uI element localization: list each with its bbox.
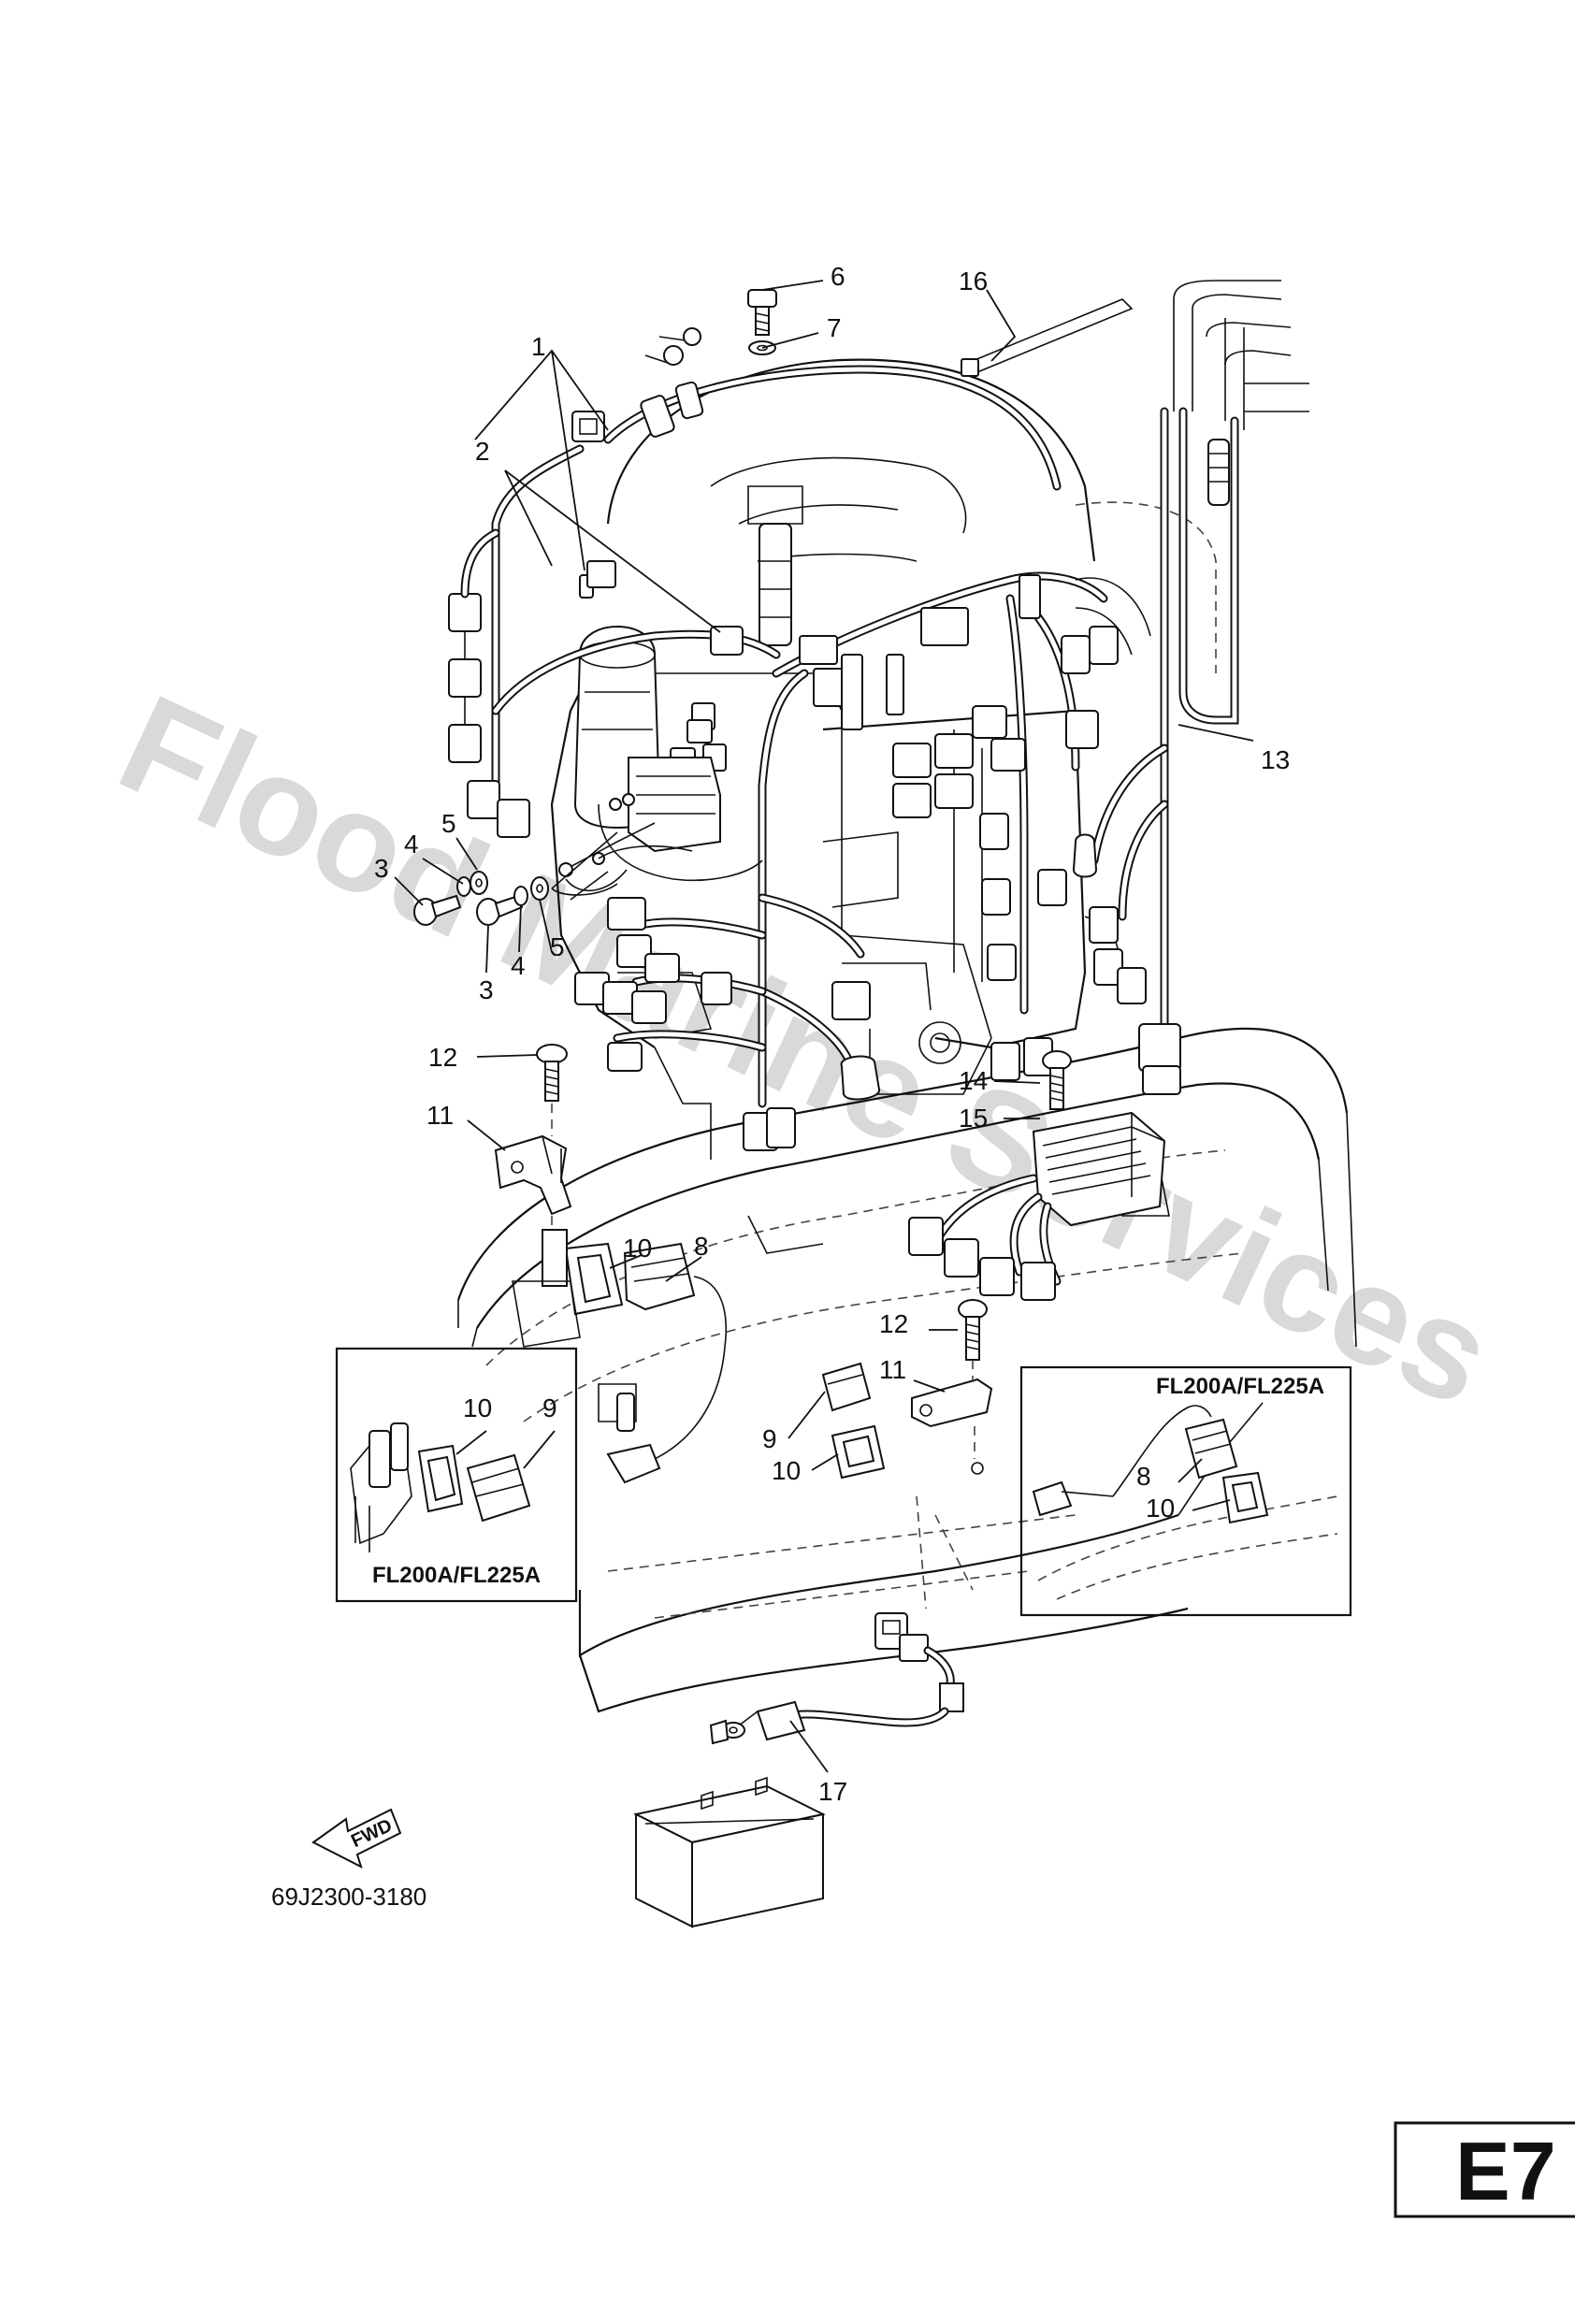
callout-10-inset-left: 10 [463, 1393, 492, 1422]
callout-10-main: 10 [772, 1456, 801, 1485]
inset-right: FL200A/FL225A [1019, 1365, 1352, 1617]
callout-13: 13 [1261, 745, 1290, 774]
callout-3-right: 3 [479, 975, 494, 1004]
drawing-code: 69J2300-3180 [271, 1883, 426, 1911]
callout-2: 2 [475, 437, 490, 466]
callout-10-inset-right: 10 [1146, 1494, 1175, 1523]
callout-8-inset-right: 8 [1136, 1462, 1151, 1491]
callout-11-bottom: 11 [879, 1355, 906, 1384]
callout-9-main: 9 [762, 1424, 777, 1453]
callout-14: 14 [959, 1066, 988, 1095]
callout-5-left: 5 [441, 809, 456, 838]
callout-8-main: 8 [694, 1232, 709, 1261]
rectifier-regulator [1032, 1111, 1166, 1227]
callout-17: 17 [818, 1777, 847, 1806]
callout-16: 16 [959, 267, 988, 296]
callout-6: 6 [831, 262, 845, 291]
page-tag-text: E7 [1455, 2125, 1556, 2217]
callout-15: 15 [959, 1104, 988, 1133]
inset-left-caption: FL200A/FL225A [372, 1563, 541, 1588]
callout-4-left: 4 [404, 830, 419, 859]
callout-5-right: 5 [550, 932, 565, 961]
callout-11-top: 11 [426, 1101, 454, 1130]
callout-1: 1 [531, 332, 546, 361]
callout-9-inset-left: 9 [542, 1393, 557, 1422]
callout-7: 7 [827, 313, 842, 342]
callout-3-left: 3 [374, 854, 389, 883]
watermark-text: Flood Marine Services [98, 664, 1514, 1436]
inset-left: FL200A/FL225A [335, 1347, 578, 1603]
connectors [448, 327, 1181, 1151]
hardware [413, 289, 1166, 1484]
wire-harness [491, 280, 1309, 1108]
callout-12-bottom: 12 [879, 1309, 908, 1338]
callout-10-top: 10 [623, 1234, 652, 1263]
callout-12-top: 12 [428, 1043, 457, 1072]
inset-right-caption: FL200A/FL225A [1156, 1374, 1324, 1399]
callout-labels: 6 7 16 1 2 13 3 4 5 3 4 5 12 11 15 14 12… [374, 262, 1290, 1806]
forward-arrow: FWD [311, 1808, 402, 1869]
leader-lines [394, 280, 1254, 1773]
bolt-3-left [413, 894, 462, 926]
callout-4-right: 4 [511, 951, 526, 980]
battery-cable [633, 1612, 964, 1928]
watermark: Flood Marine Services [98, 664, 1514, 1436]
page-tag: E7 [1394, 2121, 1575, 2218]
